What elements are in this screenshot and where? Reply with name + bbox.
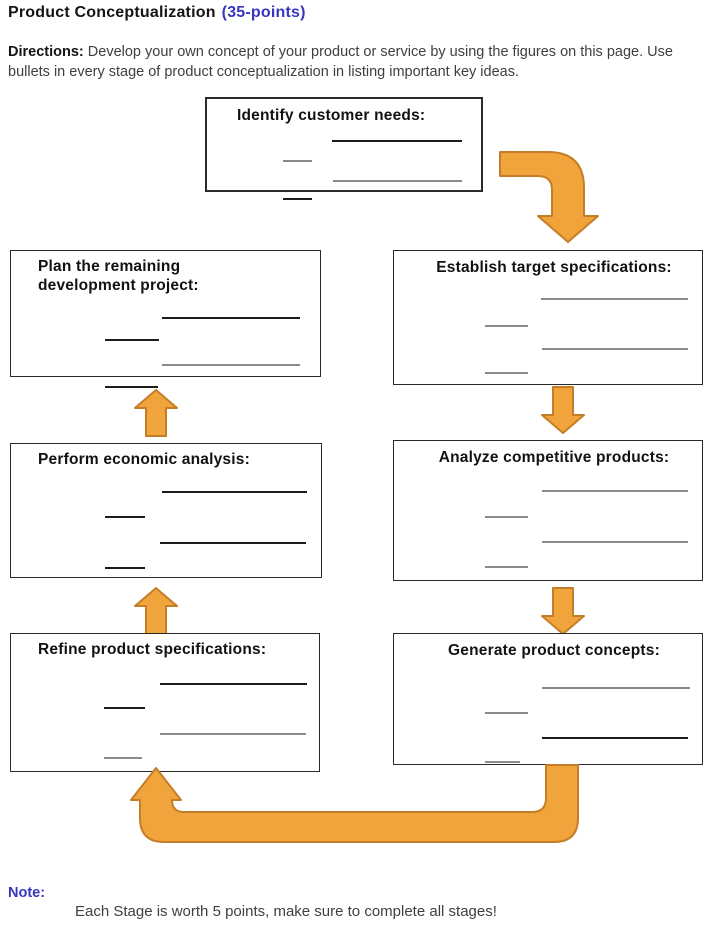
blank-dash[interactable] [485,372,528,374]
blank-line[interactable] [162,317,300,319]
stage-box-perform-economic-analysis: Perform economic analysis: [10,443,322,578]
stage-title: Generate product concepts: [448,642,660,659]
blank-dash[interactable] [485,325,528,327]
blank-line[interactable] [542,541,688,543]
stage-title: Plan the remaining development project: [38,258,199,294]
stage-title: Refine product specifications: [38,641,267,658]
blank-line[interactable] [542,348,688,350]
blank-dash[interactable] [485,712,528,714]
blank-line[interactable] [542,737,688,739]
points-badge: (35-points) [221,4,306,21]
stage-box-establish-target-specifications: Establish target specifications: [393,250,703,385]
page-title: Product Conceptualization (35-points) [8,4,306,22]
directions-text: Develop your own concept of your product… [8,44,673,80]
blank-dash[interactable] [283,198,312,200]
stage-box-plan-remaining-development-project: Plan the remaining development project: [10,250,321,377]
blank-line[interactable] [333,180,462,182]
stage-title: Identify customer needs: [237,107,426,124]
blank-line[interactable] [162,364,300,366]
stage-box-generate-product-concepts: Generate product concepts: [393,633,703,765]
blank-line[interactable] [160,733,306,735]
up-arrow-icon [134,587,178,635]
up-arrow-icon [134,389,178,437]
stage-title: Establish target specifications: [436,259,672,276]
blank-dash[interactable] [485,566,528,568]
blank-dash[interactable] [105,516,145,518]
note-text: Each Stage is worth 5 points, make sure … [75,903,497,920]
blank-dash[interactable] [105,567,145,569]
blank-line[interactable] [332,140,462,142]
blank-line[interactable] [542,687,690,689]
stage-box-identify-customer-needs: Identify customer needs: [205,97,483,192]
directions-paragraph: Directions: Develop your own concept of … [8,42,708,82]
stage-title: Analyze competitive products: [438,449,670,466]
note-label: Note: [8,885,46,901]
blank-dash[interactable] [485,761,520,763]
blank-line[interactable] [160,542,306,544]
blank-dash[interactable] [104,707,145,709]
blank-line[interactable] [542,490,688,492]
elbow-down-arrow-icon [499,151,599,243]
blank-dash[interactable] [104,757,142,759]
down-arrow-icon [541,587,585,635]
stage-box-analyze-competitive-products: Analyze competitive products: [393,440,703,581]
blank-line[interactable] [541,298,688,300]
blank-dash[interactable] [105,339,159,341]
u-turn-arrow-icon [130,764,579,843]
blank-dash[interactable] [105,386,158,388]
blank-line[interactable] [160,683,307,685]
blank-line[interactable] [162,491,307,493]
down-arrow-icon [541,386,585,434]
blank-dash[interactable] [485,516,528,518]
stage-box-refine-product-specifications: Refine product specifications: [10,633,320,772]
directions-label: Directions: [8,44,84,60]
page-title-text: Product Conceptualization [8,4,216,21]
blank-dash[interactable] [283,160,312,162]
stage-title: Perform economic analysis: [38,451,250,468]
